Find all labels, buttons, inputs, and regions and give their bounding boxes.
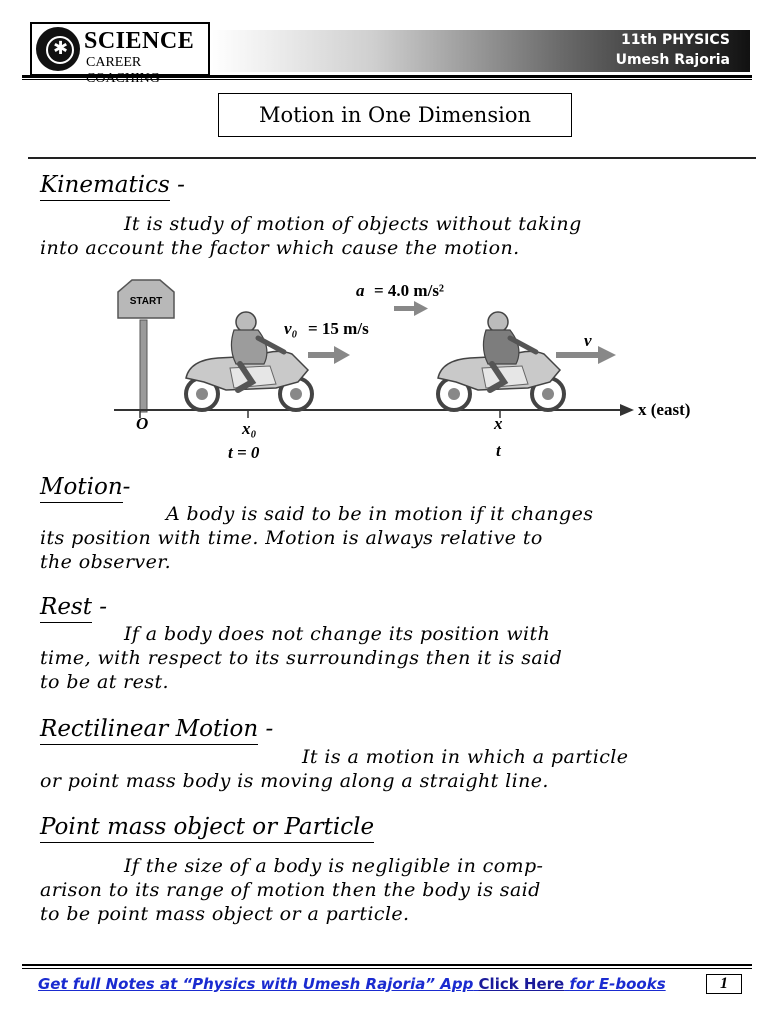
logo-name: SCIENCE	[84, 28, 195, 54]
v-arrow-icon	[556, 346, 616, 364]
header-band	[212, 30, 750, 72]
v0-arrow-icon	[308, 346, 350, 364]
acceleration-arrow-icon	[394, 301, 428, 316]
v0-symbol: v₀	[284, 319, 298, 338]
logo: ✱ SCIENCE CAREER COACHING	[30, 22, 210, 86]
header-divider	[22, 75, 752, 78]
title-divider	[28, 157, 756, 159]
motion-definition: A body is said to be in motion if it cha…	[40, 503, 594, 573]
motorcycle-icon	[436, 311, 566, 412]
logo-emblem-icon: ✱	[36, 27, 80, 71]
footer-divider	[22, 964, 752, 966]
heading-rest: Rest -	[40, 594, 107, 623]
v0-value: = 15 m/s	[308, 319, 369, 338]
v-symbol: v	[584, 331, 592, 350]
acceleration-value: = 4.0 m/s²	[374, 281, 444, 300]
heading-motion: Motion-	[40, 474, 130, 503]
page-number: 1	[706, 974, 742, 994]
atom-icon: ✱	[53, 38, 69, 59]
point-mass-definition: If the size of a body is negligible in c…	[40, 855, 544, 925]
acceleration-symbol: a	[356, 281, 365, 300]
motorcycle-icon	[184, 311, 314, 412]
class-label: 11th PHYSICS	[620, 32, 730, 48]
heading-point-mass: Point mass object or Particle	[40, 814, 375, 843]
motorcycle-figure: START	[114, 279, 690, 462]
footer-notes-link[interactable]: Get full Notes at “Physics with Umesh Ra…	[38, 975, 666, 993]
start-sign: START	[117, 279, 175, 413]
rest-definition: If a body does not change its position w…	[40, 623, 563, 693]
logo-subtitle: CAREER COACHING	[86, 55, 160, 86]
author-name: Umesh Rajoria	[615, 52, 730, 68]
click-here-link[interactable]: Click Here	[478, 975, 565, 993]
axis-arrow-icon	[620, 404, 634, 416]
x-label: x	[493, 414, 503, 433]
page-header: ✱ SCIENCE CAREER COACHING 11th PHYSICS U…	[0, 0, 768, 86]
axis-label: x (east)	[638, 400, 690, 419]
rectilinear-definition: It is a motion in which a particle or po…	[40, 746, 629, 792]
heading-kinematics: Kinematics -	[40, 172, 185, 201]
t0-label: t = 0	[228, 443, 260, 462]
origin-label: O	[136, 414, 148, 433]
t-label: t	[496, 441, 502, 460]
x0-label: x₀	[241, 419, 257, 438]
sign-label: START	[130, 296, 163, 307]
kinematics-definition: It is study of motion of objects without…	[40, 213, 582, 259]
heading-rectilinear-motion: Rectilinear Motion -	[40, 716, 273, 745]
page-title: Motion in One Dimension	[218, 93, 572, 137]
